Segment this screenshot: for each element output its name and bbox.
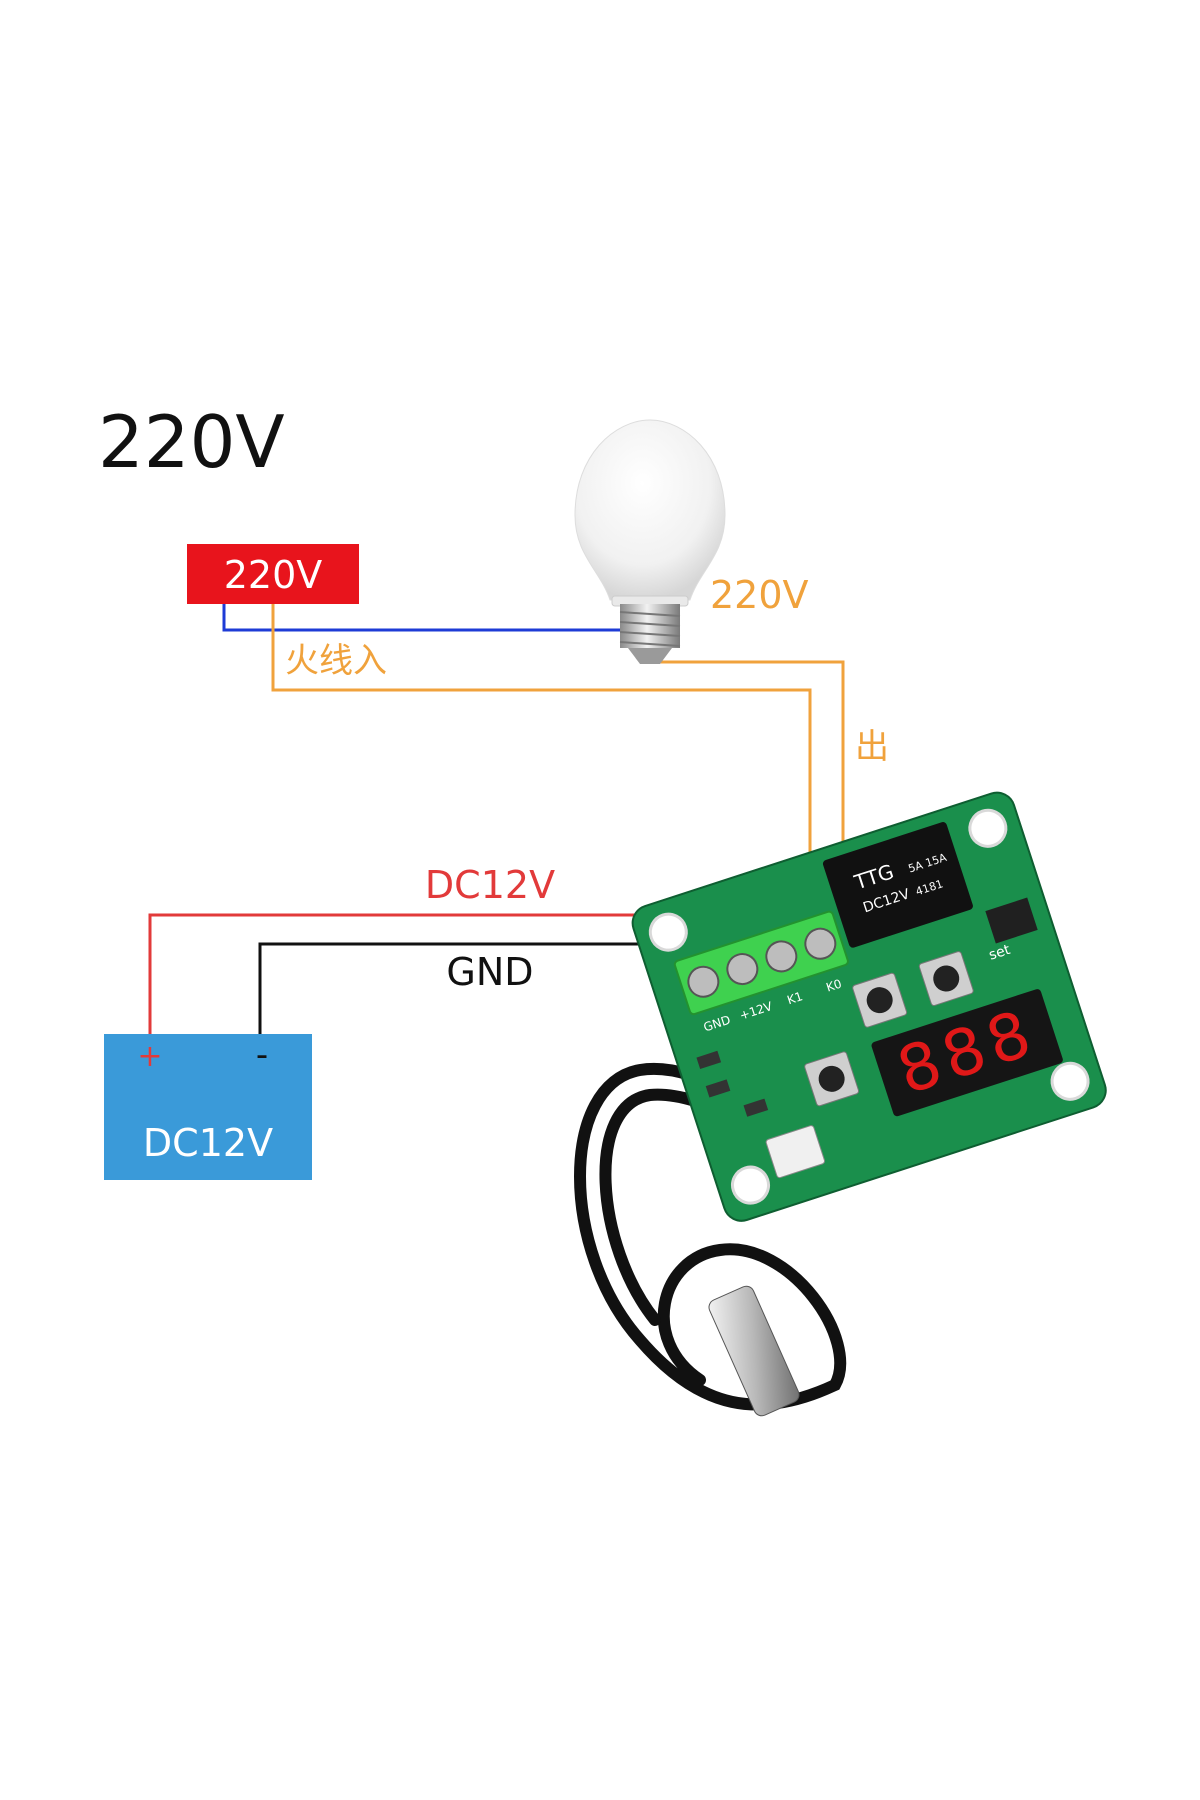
mount-hole: [968, 808, 1008, 848]
thermostat-board: TTG DC12V 5A 15A 4181 GND +12V K1 K0 set…: [631, 791, 1107, 1222]
lamp-out-wire: [648, 660, 845, 870]
terminal-label-k1: K1: [785, 989, 804, 1007]
terminal-label-k0: K0: [824, 977, 843, 995]
led-display: [871, 989, 1063, 1117]
probe-connector: [765, 1125, 826, 1179]
terminal-screw: [765, 940, 798, 973]
heading-title: 220V: [98, 400, 285, 484]
probe-cable: [574, 1062, 847, 1411]
battery-minus-label: -: [256, 1035, 268, 1075]
set-label: set: [987, 942, 1013, 964]
ic-chip: [985, 897, 1038, 944]
battery-label: DC12V: [143, 1121, 273, 1165]
gnd-wire-label: GND: [446, 950, 533, 994]
button-down[interactable]: [804, 1051, 860, 1107]
terminal-screw: [726, 953, 759, 986]
out-label: 出: [855, 727, 889, 767]
bulb-glass: [574, 419, 726, 601]
mains-source: 220V: [187, 544, 359, 604]
battery-plus-label: +: [137, 1039, 162, 1074]
button-set[interactable]: [918, 951, 974, 1006]
smd-component: [743, 1098, 769, 1117]
mount-hole: [731, 1165, 771, 1205]
terminal-screw: [804, 927, 837, 960]
mains-box: [187, 544, 359, 604]
live-in-label: 火线入: [285, 641, 387, 681]
live-in-wire: [271, 604, 812, 880]
terminal-block: [673, 910, 849, 1016]
dc-power-supply: + - DC12V: [104, 1034, 312, 1180]
mount-hole: [1050, 1061, 1090, 1101]
button-up[interactable]: [852, 972, 908, 1028]
battery-body: [104, 1034, 312, 1180]
light-bulb-icon: [574, 419, 726, 664]
relay: [822, 822, 973, 948]
probe-tip: [708, 1285, 800, 1417]
terminal-screw: [687, 965, 720, 998]
mount-hole: [648, 912, 688, 952]
smd-component: [696, 1050, 722, 1069]
smd-component: [705, 1079, 731, 1098]
neutral-wire: [222, 604, 640, 632]
dc-wire-label: DC12V: [425, 863, 555, 907]
lamp-voltage-label: 220V: [710, 573, 809, 617]
bulb-contact: [628, 648, 672, 664]
mains-box-label: 220V: [224, 553, 323, 597]
